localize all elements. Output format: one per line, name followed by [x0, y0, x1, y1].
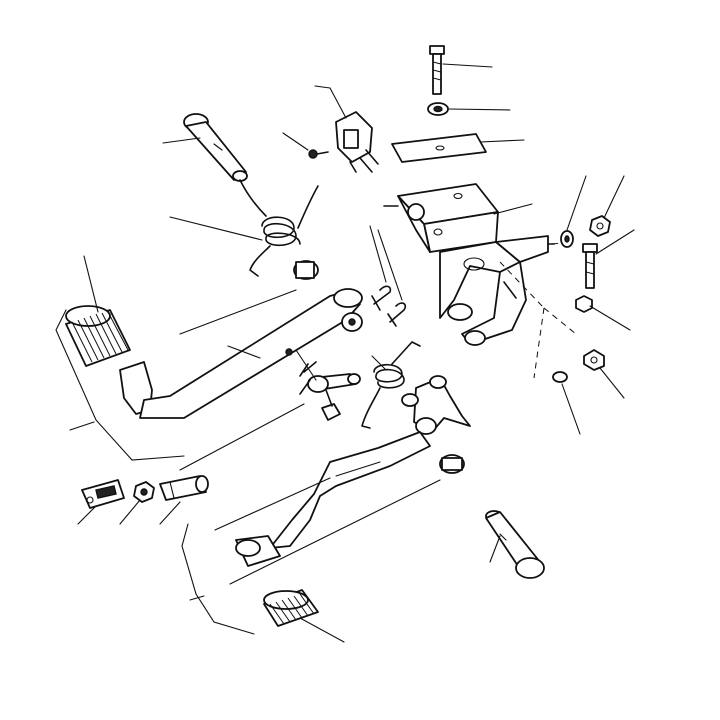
leader-clevis-assembly — [295, 349, 317, 381]
leader-push-rod — [159, 501, 181, 525]
leader-small-screw — [282, 132, 309, 151]
leader-washer-lower-right — [561, 383, 581, 435]
push-rod — [159, 475, 209, 501]
leader-switch-a — [314, 85, 331, 89]
clevis-pin-assembly — [299, 361, 361, 421]
switch — [335, 111, 379, 173]
leader-lock-nut — [119, 499, 141, 525]
split-pin-right — [387, 302, 407, 327]
nut-lower-right — [583, 349, 605, 371]
leader-flat-washer — [448, 108, 511, 111]
leader-clutch-assembly — [189, 595, 205, 601]
return-spring-top — [239, 179, 319, 277]
leader-pivot-pin-bottom — [489, 535, 501, 563]
leader-clutch-arm-b — [229, 479, 441, 585]
leader-bolt-right — [595, 229, 635, 255]
leader-pivot-pin-top — [162, 137, 201, 144]
leader-split-pin-left — [369, 225, 387, 283]
nut-right-top — [589, 215, 611, 237]
bracket-line-clutch — [181, 523, 255, 635]
nut-right-middle — [575, 295, 593, 313]
alignment-line-c — [543, 307, 577, 335]
leader-switch-b — [329, 87, 347, 119]
lock-nut — [133, 481, 155, 503]
bracket-line-brake — [55, 309, 185, 461]
mounting-bracket — [383, 183, 555, 346]
clevis-fork — [81, 479, 125, 509]
leader-brake-arm-b — [227, 345, 261, 359]
pivot-pin-bottom — [485, 510, 545, 579]
split-pin-left — [371, 285, 392, 311]
pivot-pin-top — [183, 113, 248, 182]
clutch-spring — [361, 341, 421, 429]
small-screw — [308, 149, 329, 159]
clutch-pedal-arm — [235, 375, 471, 567]
spring-washer-right — [560, 230, 574, 248]
brake-pedal-pad — [65, 305, 131, 367]
flat-washer-top — [427, 102, 449, 116]
leader-shim-plate — [479, 139, 525, 143]
leader-brake-pad — [83, 255, 99, 313]
leader-bracket — [493, 203, 533, 215]
washer-lower-right — [552, 371, 568, 383]
leader-clutch-arm-a — [214, 477, 331, 531]
bolt-right — [582, 243, 598, 289]
leader-clutch-pad — [299, 617, 345, 643]
brake-pedal-arm — [119, 260, 363, 419]
leader-spring-washer — [566, 175, 587, 231]
clutch-pedal-pad — [263, 589, 319, 627]
alignment-line-b — [533, 307, 545, 379]
leader-clutch-spring — [371, 355, 387, 371]
shim-plate — [391, 133, 487, 163]
leader-long-bolt — [442, 63, 493, 68]
leader-brake-arm-a — [179, 289, 297, 335]
leader-clevis-fork — [77, 505, 97, 525]
leader-split-pin-right — [377, 229, 403, 301]
long-bolt-top — [429, 45, 445, 95]
connector-line-rod — [179, 403, 305, 471]
leader-brake-assembly — [69, 421, 95, 431]
leader-return-spring — [169, 216, 263, 241]
leader-nut-lower-right — [599, 367, 625, 399]
leader-nut-right-top — [603, 175, 625, 219]
leader-nut-right-middle — [589, 305, 631, 331]
